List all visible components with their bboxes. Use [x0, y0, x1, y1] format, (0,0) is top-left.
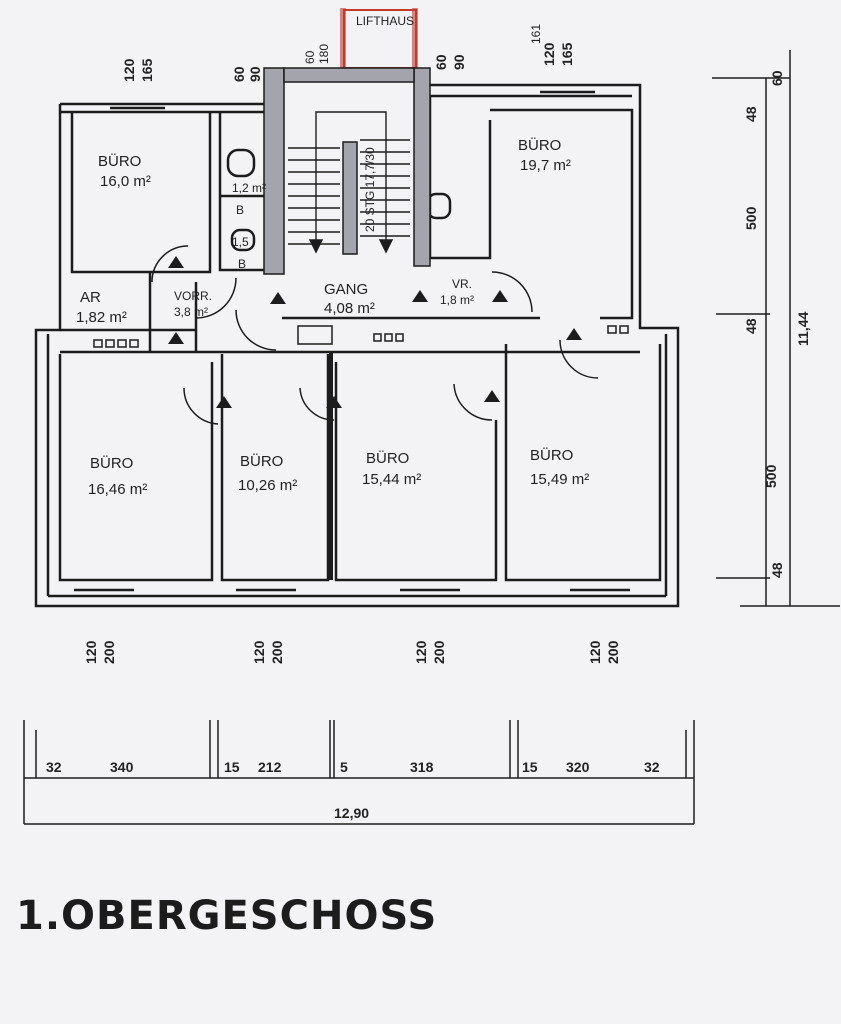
right-dim-seg-1: 60	[769, 70, 785, 86]
win-dim-bottom-1a: 120	[83, 640, 99, 664]
stair-treads	[288, 111, 410, 254]
win-dim-bottom-1b: 200	[101, 640, 117, 664]
floor-title: 1.OBERGESCHOSS	[16, 893, 438, 939]
bottom-dimension-chain: 32 340 15 212 5 318 15 320 32 12,90	[23, 720, 695, 825]
bottom-dim-seg-4: 212	[258, 759, 282, 775]
room-name-buero-s1: BÜRO	[90, 454, 133, 472]
bottom-dim-seg-6: 318	[410, 759, 434, 775]
door-markers	[168, 256, 582, 408]
vent-boxes	[93, 325, 629, 348]
bottom-dim-seg-1: 32	[46, 759, 62, 775]
room-area-buero-s1: 16,46 m²	[88, 481, 147, 498]
win-dim-top-4b: 90	[451, 54, 467, 70]
room-area-buero-s4: 15,49 m²	[530, 471, 589, 488]
room-name-gang: GANG	[324, 281, 368, 298]
win-dim-top-3a: 60	[303, 50, 317, 64]
room-name-buero-ne: BÜRO	[518, 136, 561, 154]
win-dim-top-4a: 60	[433, 54, 449, 70]
room-area-buero-s2: 10,26 m²	[238, 477, 297, 494]
room-area-buero-ne: 19,7 m²	[520, 157, 571, 174]
stair-label: 20 STG 17,7/30	[363, 147, 377, 232]
win-dim-top-5b: 165	[559, 42, 575, 66]
room-name-buero-s3: BÜRO	[366, 449, 409, 467]
win-dim-top-2a: 60	[231, 66, 247, 82]
right-dim-seg-6: 48	[769, 562, 785, 578]
right-dim-total: 11,44	[795, 312, 811, 346]
room-area-vr: 1,8 m²	[440, 293, 474, 307]
right-dimension-chain: 60 48 500 48 500 48 11,44	[712, 50, 840, 607]
right-dim-seg-4: 48	[743, 318, 759, 334]
bottom-dim-total: 12,90	[334, 805, 369, 821]
win-dim-top-2b: 90	[247, 66, 263, 82]
win-dim-bottom-4a: 120	[587, 640, 603, 664]
bottom-dim-seg-8: 320	[566, 759, 590, 775]
room-tag-wc1: B	[236, 203, 244, 217]
win-dim-top-extra: 161	[529, 24, 543, 44]
room-area-wc2: 1,5	[232, 235, 249, 249]
bottom-dim-seg-2: 340	[110, 759, 134, 775]
bottom-dim-seg-5: 5	[340, 759, 348, 775]
door-swings	[151, 245, 599, 425]
lift-label: LIFTHAUS	[356, 14, 414, 28]
win-dim-top-3b: 180	[317, 44, 331, 64]
room-area-vorr: 3,8 m²	[174, 305, 208, 319]
stair-walls	[263, 67, 431, 275]
win-dim-bottom-3a: 120	[413, 640, 429, 664]
room-area-wc1: 1,2 m²	[232, 181, 266, 195]
room-name-vr: VR.	[452, 277, 472, 291]
room-name-buero-nw: BÜRO	[98, 152, 141, 170]
bottom-dim-seg-9: 32	[644, 759, 660, 775]
room-name-buero-s4: BÜRO	[530, 446, 573, 464]
bottom-dim-seg-3: 15	[224, 759, 240, 775]
win-dim-bottom-2b: 200	[269, 640, 285, 664]
walls	[34, 83, 680, 608]
window-dimensions: 120 165 60 90 60 180 60 90 161 120 165 1…	[83, 24, 621, 664]
room-area-gang: 4,08 m²	[324, 300, 375, 317]
room-labels: BÜRO 16,0 m² BÜRO 19,7 m² 1,2 m² B 1,5 B…	[76, 136, 589, 498]
win-dim-top-5a: 120	[541, 42, 557, 66]
win-dim-top-1b: 165	[139, 58, 155, 82]
room-area-buero-nw: 16,0 m²	[100, 173, 151, 190]
room-area-buero-s3: 15,44 m²	[362, 471, 421, 488]
right-dim-seg-3: 500	[743, 206, 759, 230]
win-dim-bottom-3b: 200	[431, 640, 447, 664]
room-tag-wc2: B	[238, 257, 246, 271]
right-dim-seg-5: 500	[763, 464, 779, 488]
bottom-dim-seg-7: 15	[522, 759, 538, 775]
win-dim-bottom-4b: 200	[605, 640, 621, 664]
win-dim-top-1a: 120	[121, 58, 137, 82]
right-dim-seg-2: 48	[743, 106, 759, 122]
room-name-ar: AR	[80, 289, 101, 306]
room-name-vorr: VORR.	[174, 289, 212, 303]
win-dim-bottom-2a: 120	[251, 640, 267, 664]
room-name-buero-s2: BÜRO	[240, 452, 283, 470]
room-area-ar: 1,82 m²	[76, 309, 127, 326]
